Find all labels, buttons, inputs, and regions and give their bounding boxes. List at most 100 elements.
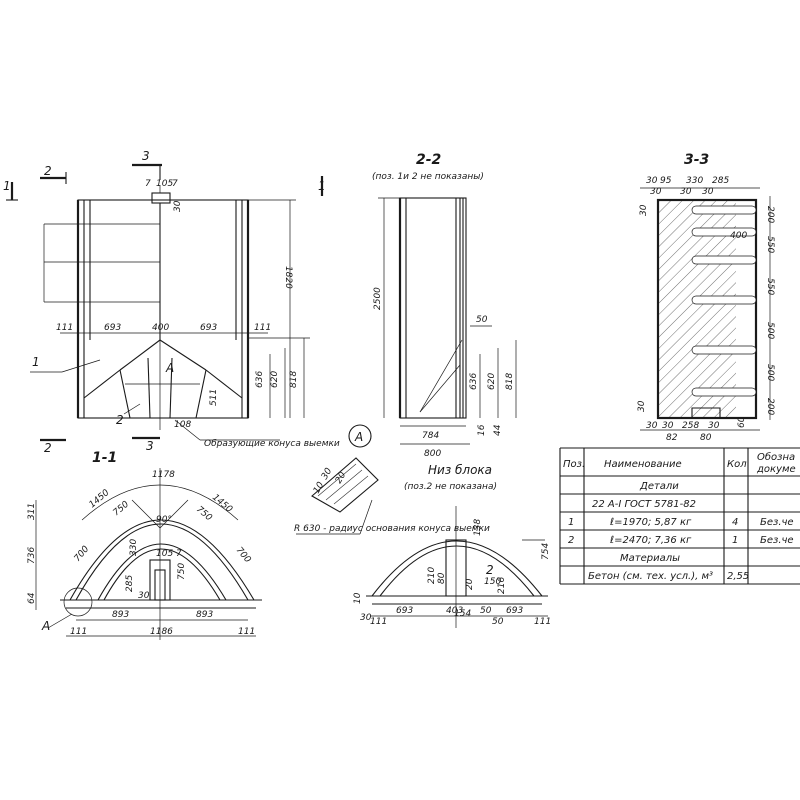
view-3-3-title: 3-3 (684, 152, 709, 168)
dim-bottom-111-left: 111 (370, 617, 387, 627)
dim-3-3-500a: 500 (765, 322, 775, 339)
dim-511: 511 (209, 389, 219, 406)
dim-inner-7: 7 (176, 549, 182, 559)
note-cone-generators: Образующие конуса выемки (204, 439, 340, 449)
dim-3-3-top-30a: 30 (646, 176, 658, 186)
dim-620: 620 (270, 371, 280, 388)
dim-bottom-693-left: 693 (396, 606, 413, 616)
label-a-bottom: 2 (486, 563, 494, 577)
dim-893-left: 893 (112, 610, 129, 620)
dim-angle-90: 90° (156, 515, 172, 525)
dim-3-3-200b: 200 (765, 398, 775, 415)
dim-64: 64 (27, 592, 37, 604)
dim-mark-111-left: 111 (56, 323, 73, 333)
dim-311: 311 (27, 503, 37, 520)
dim-bottom-50b: 50 (492, 617, 504, 627)
pos-1-leader: 1 (32, 355, 40, 369)
dim-736: 736 (27, 547, 37, 564)
dim-3-3-bottom-60: 60 (737, 416, 747, 428)
dim-3-3-top-285: 285 (712, 176, 729, 186)
dim-44: 44 (493, 424, 503, 436)
dim-3-3-200a: 200 (765, 206, 775, 223)
dim-top-30: 30 (173, 200, 183, 212)
dim-3-3-bottom-80: 80 (700, 433, 712, 443)
dim-3-3-bottom-30c: 30 (662, 421, 674, 431)
dim-3-3-bottom-82: 82 (666, 433, 678, 443)
dim-top-105: 105 (156, 179, 173, 189)
table-section-details: Детали (639, 481, 679, 492)
dim-1450-right: 1450 (210, 493, 234, 516)
dim-bottom-210: 210 (427, 567, 437, 584)
dim-800: 800 (424, 449, 441, 459)
dim-16: 16 (477, 424, 487, 436)
dim-750-left: 750 (112, 499, 132, 518)
dim-108: 108 (174, 420, 191, 430)
detail-a-label: A (354, 430, 363, 444)
detail-a-10: 10 (312, 480, 327, 495)
dim-top-7a: 7 (145, 179, 151, 189)
table-row2-pos: 2 (568, 535, 574, 546)
label-a-1-1: A (41, 619, 50, 633)
table-header-doc2: докуме (756, 464, 796, 475)
section-mark-2-top: 2 (44, 164, 52, 178)
section-mark-3-top: 3 (142, 149, 150, 163)
dim-693-left: 693 (104, 323, 121, 333)
dim-3-3-left-30a: 30 (639, 204, 649, 216)
table-header-pos: Поз. (563, 459, 585, 470)
table-header-name: Наименование (604, 459, 682, 470)
dim-bottom-10: 10 (353, 592, 363, 604)
dim-inner-105: 105 (156, 549, 173, 559)
note-r630: R 630 - радиус основания конуса выемки (294, 524, 490, 534)
section-2-2-view: 2-2 (поз. 1и 2 не показаны) 2500 50 636 … (372, 152, 517, 459)
dim-arc-1178: 1178 (152, 470, 175, 480)
dim-700-right: 700 (234, 546, 253, 566)
table-row1-pos: 1 (568, 517, 574, 528)
dim-1186: 1186 (150, 627, 173, 637)
dim-inner-750: 750 (177, 563, 187, 580)
table-row2-doc: Без.че (760, 535, 794, 546)
dim-bottom-403: 403 (446, 606, 463, 616)
dim-bottom-80: 80 (437, 572, 447, 584)
dim-inner-285: 285 (125, 575, 135, 592)
table-row1-name: ℓ=1970; 5,87 кг (610, 517, 692, 528)
dim-3-3-550a: 550 (765, 236, 775, 253)
table-header-qty: Кол (727, 459, 747, 470)
dim-111-left: 111 (70, 627, 87, 637)
dim-bottom-30: 30 (360, 613, 372, 623)
dim-bottom-150: 150 (484, 577, 501, 587)
table-header-doc1: Обозна (757, 451, 795, 463)
dim-3-3-500b: 500 (765, 364, 775, 381)
dim-3-3-top-30d: 30 (702, 187, 714, 197)
dim-700-left: 700 (73, 544, 92, 564)
dim-bottom-693-right: 693 (506, 606, 523, 616)
dim-3-3-bottom-258: 258 (682, 421, 699, 431)
dim-693-right: 693 (200, 323, 217, 333)
dim-height-1820: 1820 (283, 266, 293, 289)
table-row2-qty: 1 (732, 535, 738, 546)
spec-table: Поз. Наименование Кол Обозна докуме Дета… (559, 447, 800, 585)
detail-a-view: A 30 20 10 R 630 - радиус основания кону… (294, 424, 490, 535)
dim-bottom-20: 20 (465, 578, 475, 590)
dim-3-3-top-330: 330 (686, 176, 703, 186)
dim-3-3-bottom-30a: 30 (637, 400, 647, 412)
dim-818: 818 (289, 371, 299, 388)
dim-1450-left: 1450 (88, 488, 112, 511)
dim-bottom-216: 216 (497, 577, 507, 594)
view-1-1-title: 1-1 (92, 450, 117, 466)
table-gost: 22 А-I ГОСТ 5781-82 (592, 499, 696, 510)
dim-bottom-111-right: 111 (534, 617, 551, 627)
dim-bottom-50a: 50 (480, 606, 492, 616)
dim-3-3-top-95: 95 (660, 176, 672, 186)
table-material-qty: 2,55 (727, 571, 749, 582)
dim-3-3-bottom-30b: 30 (646, 421, 658, 431)
dim-bottom-154: 154 (454, 609, 471, 619)
block-bottom-view: Низ блока (поз.2 не показана) 138 754 21… (353, 463, 551, 628)
dim-3-3-400: 400 (730, 231, 747, 241)
section-mark-2-bottom: 2 (44, 441, 52, 455)
label-a-front: A (165, 361, 174, 375)
dim-750-right: 750 (194, 505, 214, 524)
section-3-3-view: 3-3 30 95 330 285 30 30 30 30 400 (637, 152, 775, 443)
dim-784: 784 (422, 431, 439, 441)
dim-mark-111-right: 111 (254, 323, 271, 333)
